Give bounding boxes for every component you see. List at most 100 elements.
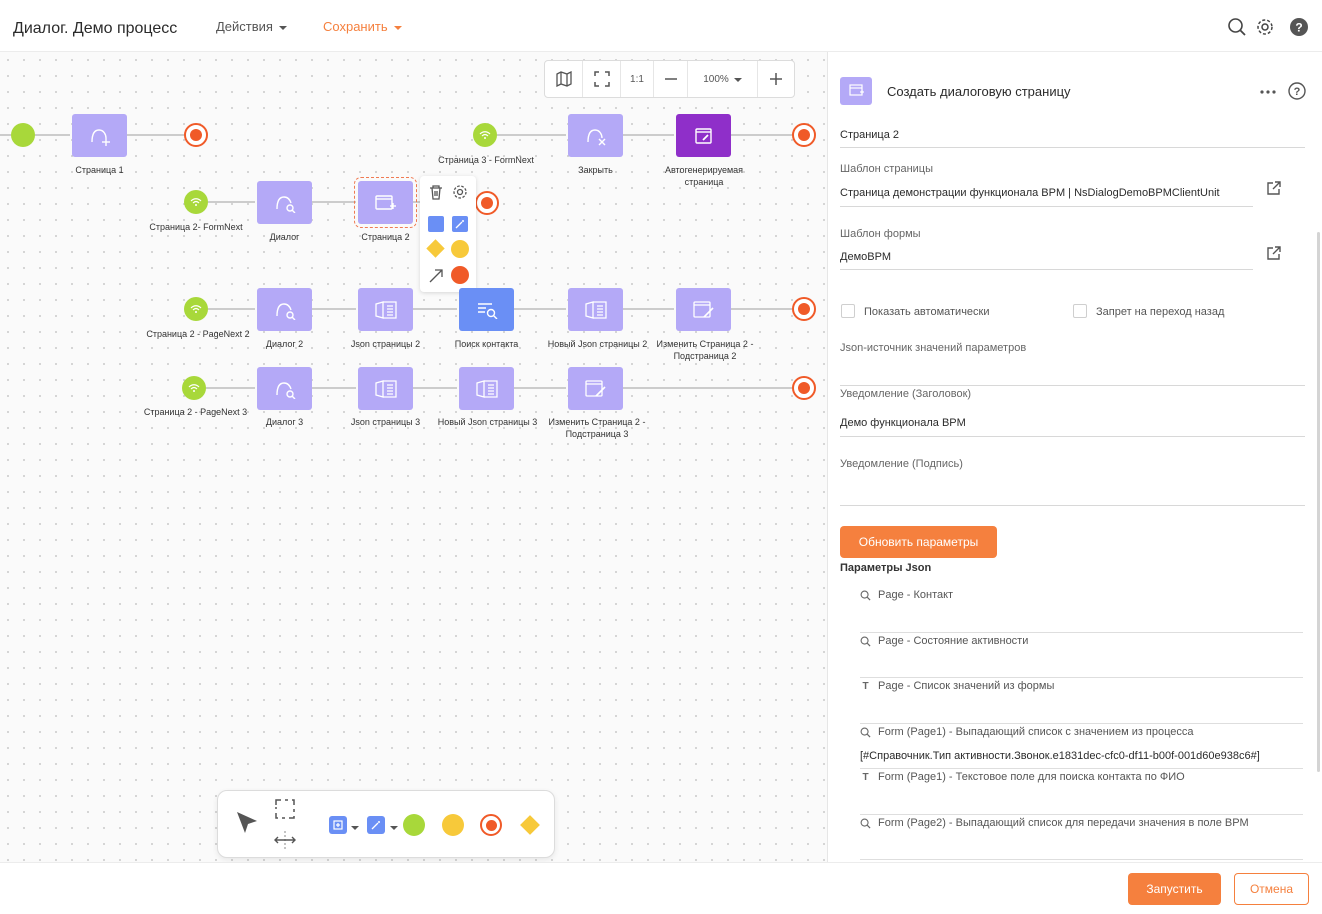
param-row[interactable]: T Form (Page1) - Текстовое поле для поис… [860, 771, 1184, 783]
end-event[interactable] [792, 376, 816, 400]
lasso-select-icon[interactable] [274, 798, 296, 820]
cancel-button[interactable]: Отмена [1234, 873, 1309, 905]
intermediate-event-icon[interactable] [451, 240, 469, 258]
gear-icon[interactable] [1255, 17, 1275, 37]
start-event[interactable] [11, 123, 35, 147]
node-new-json-page3[interactable] [459, 367, 514, 410]
param-row[interactable]: Page - Контакт [860, 589, 953, 601]
fullscreen-icon [593, 71, 610, 87]
help-icon[interactable]: ? [1288, 82, 1306, 100]
node-page2-selected[interactable] [354, 177, 417, 228]
search-icon [860, 636, 871, 647]
run-button[interactable]: Запустить [1128, 873, 1221, 905]
refresh-params-button[interactable]: Обновить параметры [840, 526, 997, 558]
name-field[interactable]: Страница 2 [840, 129, 900, 141]
json-book-icon [584, 300, 607, 319]
scrollbar[interactable] [1317, 232, 1320, 772]
end-event[interactable] [792, 297, 816, 321]
zoom-in-button[interactable] [758, 61, 794, 97]
param-row[interactable]: T Page - Список значений из формы [860, 680, 1054, 692]
param-row[interactable]: Form (Page2) - Выпадающий список для пер… [860, 817, 1249, 829]
node-json-page2[interactable] [358, 288, 413, 331]
node-dialog3[interactable] [257, 367, 312, 410]
expand-space-icon[interactable] [274, 830, 296, 850]
end-event-tool[interactable] [480, 814, 502, 836]
divider [860, 677, 1303, 678]
param-row[interactable]: Form (Page1) - Выпадающий список с значе… [860, 726, 1194, 738]
node-dialog[interactable] [257, 181, 312, 224]
connections [0, 134, 792, 389]
footer: Запустить Отмена [0, 862, 1322, 914]
start-event[interactable] [182, 376, 206, 400]
json-source-field[interactable] [840, 385, 1305, 386]
page-template-label: Шаблон страницы [840, 163, 933, 175]
start-event[interactable] [184, 297, 208, 321]
fullscreen-button[interactable] [583, 61, 621, 97]
user-search-icon [275, 195, 295, 213]
gateway-tool[interactable] [520, 815, 540, 835]
script-shape-icon[interactable] [452, 216, 468, 232]
pointer-icon[interactable] [234, 810, 260, 836]
add-task-button[interactable] [329, 816, 347, 834]
actions-menu[interactable]: Действия [216, 19, 287, 34]
node-new-json-page2[interactable] [568, 288, 623, 331]
start-event-tool[interactable] [403, 814, 425, 836]
divider [860, 632, 1303, 633]
divider [840, 269, 1253, 270]
param-value[interactable]: [#Справочник.Тип активности.Звонок.e1831… [860, 750, 1260, 762]
notify-title-field[interactable]: Демо функционала BPM [840, 417, 966, 429]
help-icon[interactable]: ? [1289, 17, 1309, 37]
intermediate-event-tool[interactable] [442, 814, 464, 836]
node-dialog2[interactable] [257, 288, 312, 331]
notify-sign-field[interactable] [840, 505, 1305, 506]
header: Диалог. Демо процесс Действия Сохранить … [0, 0, 1322, 52]
settings-icon[interactable] [452, 184, 468, 200]
page-template-field[interactable]: Страница демонстрации функционала BPM | … [840, 187, 1220, 199]
end-event[interactable] [184, 123, 208, 147]
node-edit-page2-sub2[interactable] [676, 288, 731, 331]
divider [860, 814, 1303, 815]
node-label: Изменить Страница 2 - Подстраница 3 [548, 417, 646, 439]
node-autogen[interactable] [676, 114, 731, 157]
node-close[interactable] [568, 114, 623, 157]
open-external-icon[interactable] [1266, 245, 1282, 261]
node-edit-page2-sub3[interactable] [568, 367, 623, 410]
fit-button[interactable]: 1:1 [621, 61, 654, 97]
zoom-out-button[interactable] [654, 61, 688, 97]
end-event[interactable] [792, 123, 816, 147]
gateway-shape-icon[interactable] [426, 239, 445, 258]
no-back-checkbox[interactable] [1073, 304, 1087, 318]
end-event[interactable] [475, 191, 499, 215]
divider [840, 206, 1253, 207]
node-label: Страница 3 - FormNext [438, 155, 534, 165]
node-label: Закрыть [578, 165, 613, 175]
node-page1[interactable] [72, 114, 127, 157]
form-template-field[interactable]: ДемоBPM [840, 251, 892, 263]
map-button[interactable] [545, 61, 583, 97]
node-contact-search[interactable] [459, 288, 514, 331]
start-event[interactable] [473, 123, 497, 147]
more-icon[interactable] [1260, 90, 1276, 94]
search-icon[interactable] [1227, 17, 1247, 37]
trash-icon[interactable] [428, 184, 444, 200]
end-event-icon[interactable] [451, 266, 469, 284]
param-label: Page - Контакт [878, 589, 954, 601]
node-label: Json страницы 3 [350, 417, 421, 427]
signal-icon [188, 384, 200, 392]
connector-arrow-icon[interactable] [428, 268, 444, 284]
user-search-icon [275, 381, 295, 399]
save-menu[interactable]: Сохранить [323, 19, 402, 34]
task-shape-icon[interactable] [428, 216, 444, 232]
chevron-down-icon[interactable] [351, 826, 359, 830]
zoom-level-select[interactable]: 100% [688, 61, 758, 97]
param-row[interactable]: Page - Состояние активности [860, 635, 1028, 647]
start-event[interactable] [184, 190, 208, 214]
add-script-button[interactable] [367, 816, 385, 834]
process-canvas[interactable]: 1:1 100% Страница 1 Страница 3 - FormNex… [0, 52, 827, 862]
chevron-down-icon[interactable] [390, 826, 398, 830]
open-external-icon[interactable] [1266, 180, 1282, 196]
node-json-page3[interactable] [358, 367, 413, 410]
chevron-down-icon [393, 25, 402, 30]
plus-icon [770, 73, 782, 85]
show-auto-checkbox[interactable] [841, 304, 855, 318]
